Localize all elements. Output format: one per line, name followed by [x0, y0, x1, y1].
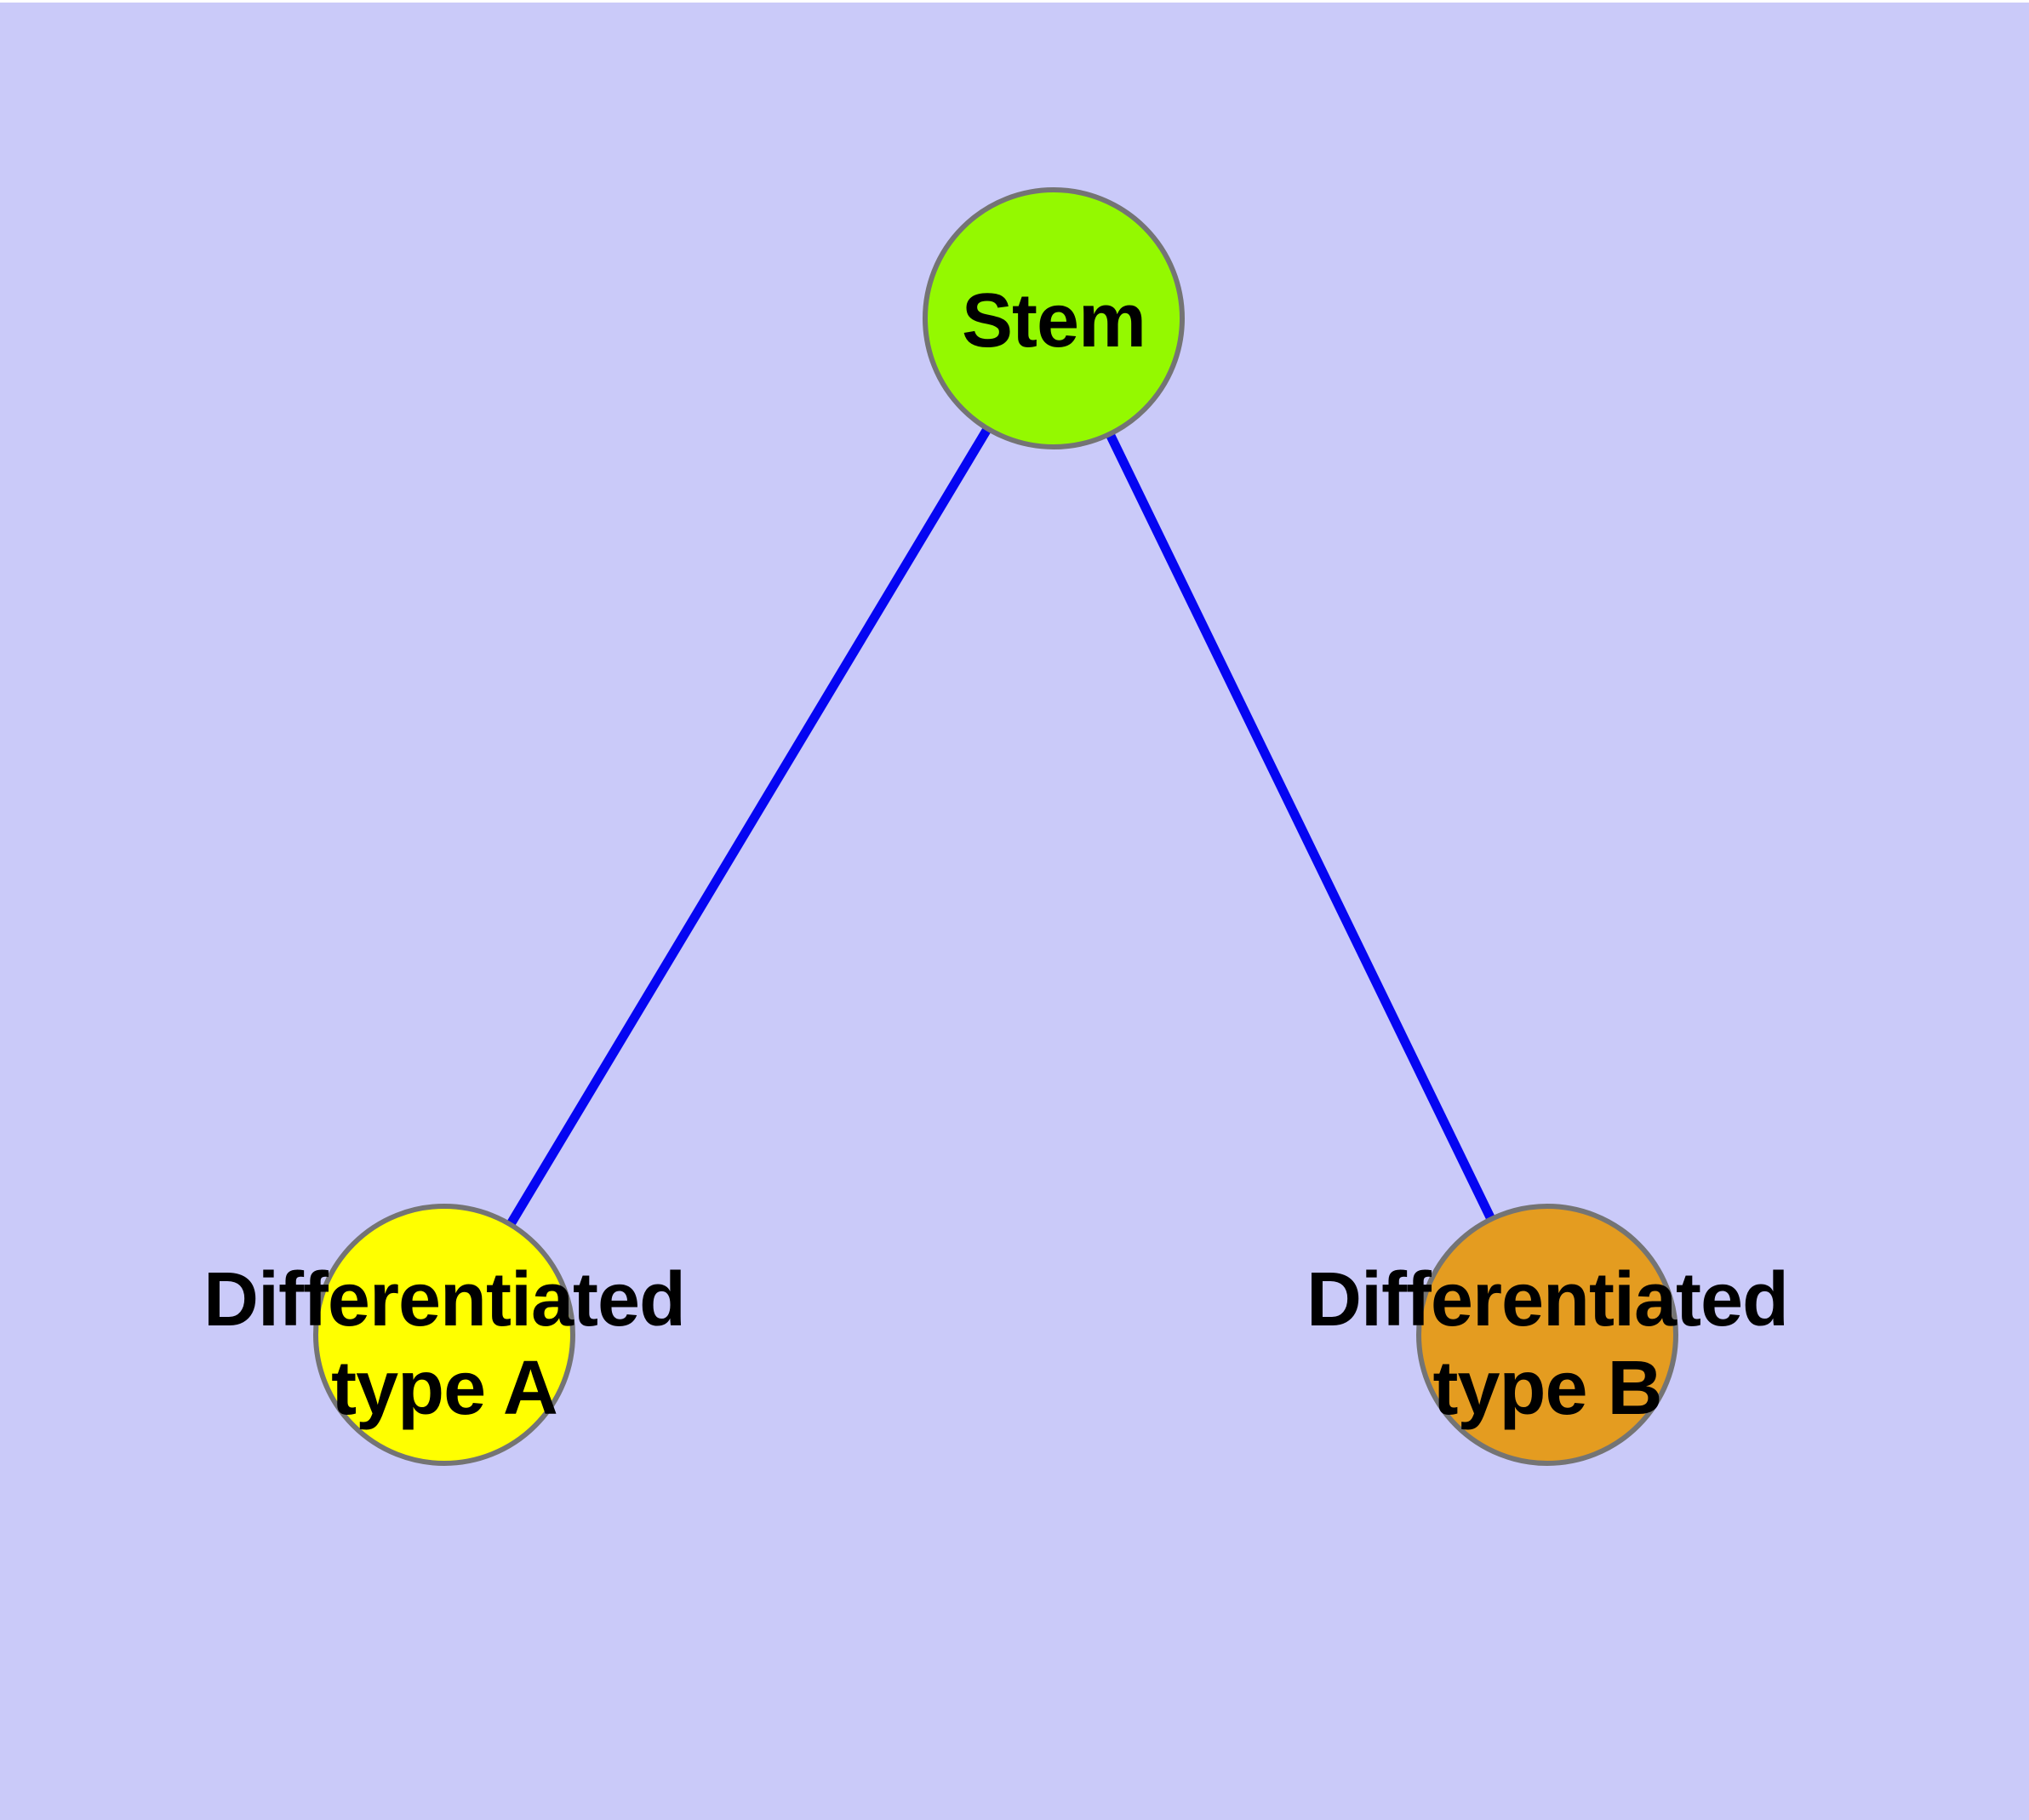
node-type-b-label-line2: type B	[1432, 1346, 1661, 1431]
node-stem-label: Stem	[962, 278, 1146, 363]
node-type-b: Differentiated type B	[1306, 1204, 1789, 1466]
node-type-a-label-line1: Differentiated	[203, 1257, 685, 1342]
node-type-b-label-line1: Differentiated	[1306, 1257, 1788, 1342]
edge-stem-to-type-a	[440, 316, 1058, 1337]
node-type-a: Differentiated type A	[203, 1204, 686, 1466]
top-margin-strip	[0, 0, 2029, 3]
node-type-a-circle	[313, 1204, 575, 1466]
node-type-a-label-line2: type A	[331, 1346, 557, 1431]
node-stem: Stem	[923, 187, 1185, 449]
node-type-b-circle	[1416, 1204, 1678, 1466]
edge-stem-to-type-b	[1049, 316, 1552, 1337]
edges	[440, 316, 1552, 1337]
node-stem-circle	[923, 187, 1185, 449]
